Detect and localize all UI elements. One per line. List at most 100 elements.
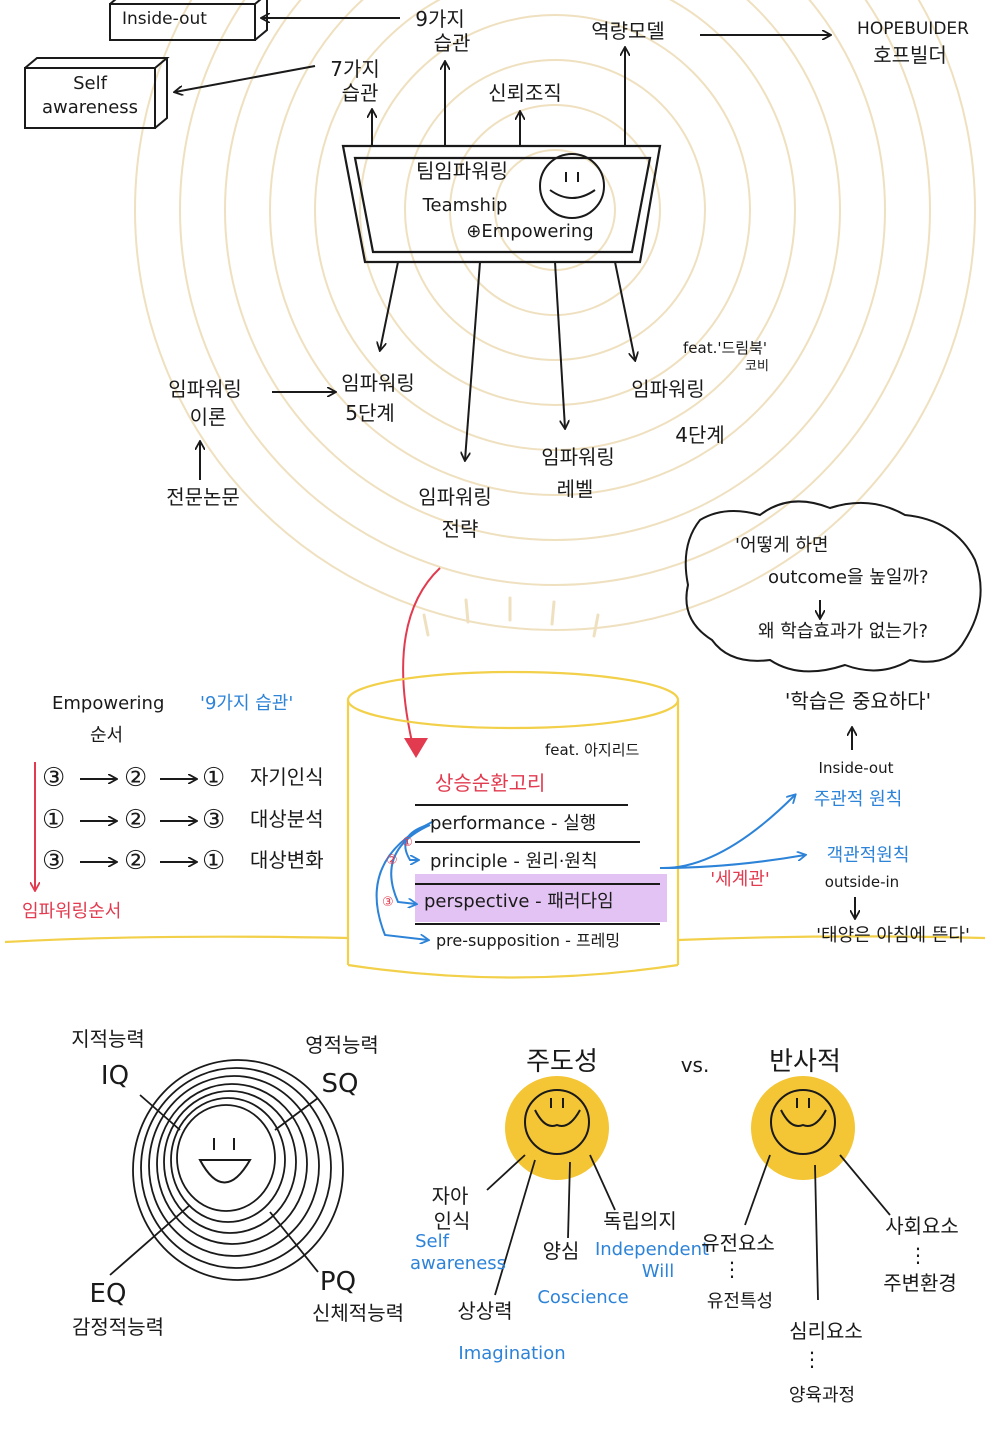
order-row3-n1: ③ [42,846,66,876]
reactive-face [770,1089,836,1155]
self-awareness-box-line2: awareness [41,97,139,118]
top-arrows [175,18,830,480]
order-row1-n1: ③ [42,763,66,793]
pq-ko: 신체적능력 [312,1301,404,1325]
habits-9-line1: 9가지 [415,7,465,31]
proactive-face [524,1089,590,1155]
order-row1-n3: ① [202,763,226,793]
r-item3-ko2: ⋮ [908,1243,928,1267]
cloud-line1: '어떻게 하면 [735,535,829,556]
teaming-box [341,144,662,264]
eq-en: EQ [89,1279,127,1309]
cloud-line3: 왜 학습효과가 없는가? [758,621,929,642]
inside-out-label: Inside-out [818,759,894,777]
cloud-line2: outcome을 높일까? [768,567,929,588]
intelligence-pointers [109,1094,319,1276]
r-item3-ko3: 주변환경 [883,1271,957,1295]
red-arrowhead [404,738,428,758]
empowering-theory-1: 임파워링 [168,377,242,401]
p-item1-ko1: 자아 [431,1184,469,1208]
feat-note-2: 코비 [745,359,769,374]
hopebuilder-en: HOPEBUIDER [857,19,969,39]
order-row3-n3: ① [202,846,226,876]
p-item3-en: Coscience [537,1287,629,1308]
cylinder-title: 상승순환고리 [435,771,546,795]
order-row3-label: 대상변화 [250,848,324,872]
competency-model: 역량모델 [591,19,665,43]
subjective-principle: 주관적 원칙 [813,789,903,810]
outside-in-label: outside-in [824,873,900,891]
intelligence-rings [132,1059,344,1281]
teaming-en2: ⊕Empowering [466,221,594,242]
perspective-highlight [415,874,667,922]
iq-en: IQ [100,1061,130,1091]
teaming-en1: Teamship [422,195,508,216]
order-row2-n2: ② [124,805,148,835]
p-item2-en: Imagination [458,1343,566,1364]
reactive-title: 반사적 [769,1047,841,1077]
pq-en: PQ [319,1267,357,1297]
hopebuilder-ko: 호프빌더 [873,43,947,67]
self-awareness-box-line1: Self [73,73,107,94]
thought-cloud [684,500,982,673]
cylinder-row2-num: ② [386,853,398,868]
objective-principle: 객관적원칙 [826,845,910,866]
order-row1-n2: ② [124,763,148,793]
inside-out-box-label: Inside-out [122,9,207,29]
inside-out-box [109,0,268,41]
iq-ko: 지적능력 [71,1027,145,1051]
cylinder-row4-text: pre-supposition - 프레밍 [436,931,621,950]
r-item1-ko2: ⋮ [722,1257,742,1281]
p-item1-en1: Self [415,1231,449,1252]
habits-7-line2: 습관 [341,81,379,105]
cylinder-row3-num: ③ [382,895,394,910]
teaming-ko: 팀임파워링 [416,159,508,183]
sun-rises: '태양은 아침에 뜬다' [816,925,970,946]
order-row3-n2: ② [124,846,148,876]
p-item4-en2: Will [641,1261,675,1282]
p-item1-ko2: 인식 [433,1209,471,1233]
order-row2-label: 대상분석 [250,807,324,831]
smiley-teaming [539,153,605,219]
learning-important: '학습은 중요하다' [784,689,932,713]
order-title-blue: '9가지 습관' [200,693,294,714]
eq-ko: 감정적능력 [72,1315,164,1339]
strategy-2: 전략 [441,517,479,541]
proactive-title: 주도성 [526,1047,598,1077]
r-item2-ko2: ⋮ [802,1347,822,1371]
p-item2-ko: 상상력 [457,1299,513,1323]
p-item3-ko: 양심 [542,1239,580,1263]
cylinder-feat: feat. 아지리드 [545,741,640,759]
worldview: '세계관' [710,869,770,890]
sq-ko: 영적능력 [305,1033,379,1057]
order-row2-n3: ③ [202,805,226,835]
p-item4-en1: Independent [594,1239,710,1260]
r-item3-ko1: 사회요소 [885,1214,959,1238]
ground-line [4,935,986,944]
four-stages-1: 임파워링 [631,377,705,401]
five-stages-1: 임파워링 [341,371,415,395]
learning-arrows [852,728,855,918]
habits-7-line1: 7가지 [330,57,380,81]
levels-2: 레벨 [556,477,594,501]
proactive-legs [486,1154,616,1296]
cylinder-row2-text: principle - 원리·원칙 [430,851,598,872]
levels-1: 임파워링 [541,445,615,469]
papers: 전문논문 [166,485,240,509]
reactive-legs [744,1154,891,1301]
order-row1-label: 자기인식 [250,765,324,789]
r-item2-ko1: 심리요소 [789,1319,863,1343]
vs-label: vs. [680,1053,710,1077]
p-item4-ko: 독립의지 [603,1209,677,1233]
order-title-ko: 순서 [90,725,124,746]
four-stages-2: 4단계 [675,423,725,447]
cylinder-ticks [422,596,600,638]
cylinder-row1-text: performance - 실행 [430,813,597,834]
five-stages-2: 5단계 [345,401,395,425]
cylinder-separators [415,804,660,925]
cylinder-row3-text: perspective - 패러다임 [424,891,614,912]
smiley-intelligence [198,1138,252,1184]
trust-org: 신뢰조직 [488,81,562,105]
loop-arrows [375,821,433,940]
background-rings [134,0,976,631]
